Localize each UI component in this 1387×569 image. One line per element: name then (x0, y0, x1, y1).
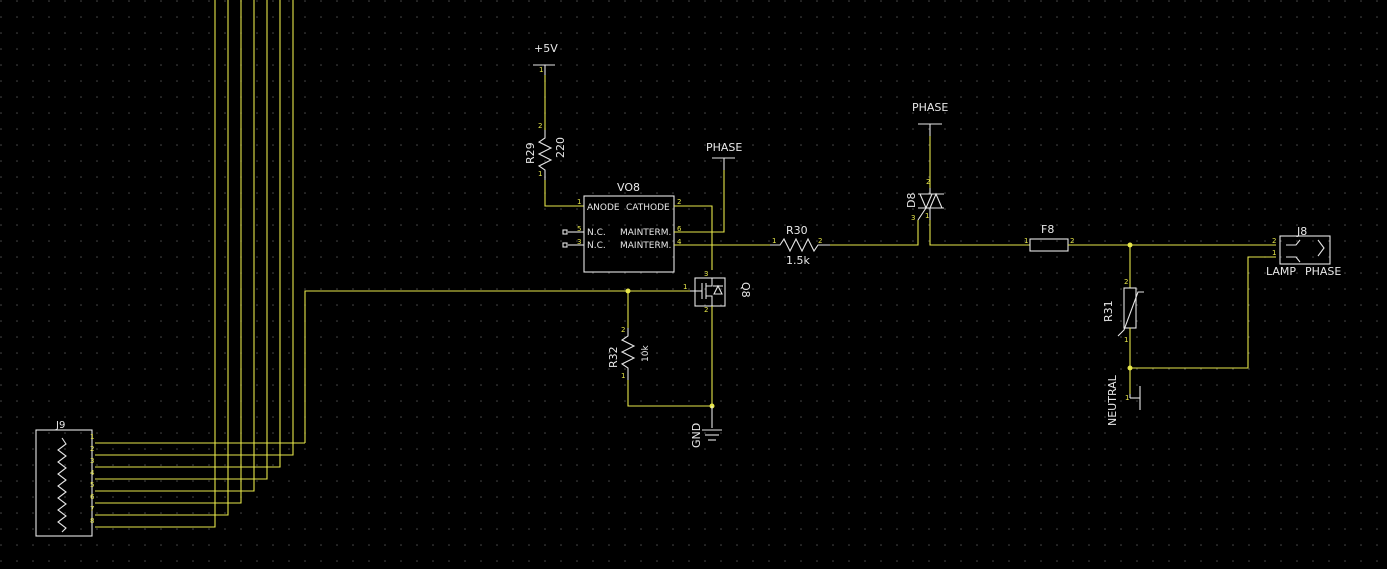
svg-text:1: 1 (621, 372, 625, 380)
svg-text:2: 2 (677, 198, 681, 206)
svg-text:1: 1 (538, 170, 542, 178)
svg-text:PHASE: PHASE (912, 101, 948, 114)
j9-pin-3: 3 (90, 457, 94, 465)
svg-text:MAINTERM.: MAINTERM. (620, 228, 671, 238)
j9-pin-1: 1 (90, 433, 94, 441)
svg-text:1: 1 (577, 198, 581, 206)
svg-text:ANODE: ANODE (587, 203, 620, 213)
svg-text:2: 2 (818, 237, 822, 245)
r32-resistor[interactable]: 2 1 R32 10k (607, 326, 651, 380)
svg-text:2: 2 (621, 326, 625, 334)
svg-text:3: 3 (911, 214, 915, 222)
f8-ref: F8 (1041, 223, 1054, 236)
j9-pin-4: 4 (90, 469, 95, 477)
svg-text:1: 1 (772, 237, 776, 245)
d8-triac[interactable]: 2 3 1 D8 (905, 178, 944, 222)
q8-mosfet[interactable]: 3 1 2 Q8 (683, 270, 752, 314)
j8-ref: J8 (1296, 225, 1307, 238)
svg-text:1: 1 (683, 283, 687, 291)
svg-text:2: 2 (926, 178, 930, 186)
j9-pin-8: 8 (90, 517, 94, 525)
gnd-symbol: GND (690, 406, 722, 448)
r32-ref: R32 (607, 346, 620, 368)
svg-text:5: 5 (577, 225, 581, 233)
vcc-symbol: +5V 1 (533, 42, 558, 75)
r30-ref: R30 (786, 224, 808, 237)
svg-text:N.C.: N.C. (587, 241, 606, 251)
r32-value: 10k (641, 345, 651, 362)
j9-bus-wires (95, 0, 690, 528)
d8-ref: D8 (905, 193, 918, 208)
phase-symbol-2: PHASE (912, 101, 948, 136)
j8-connector[interactable]: J8 2 1 LAMP PHASE (1266, 225, 1341, 278)
svg-text:CATHODE: CATHODE (626, 203, 670, 213)
svg-text:3: 3 (577, 238, 581, 246)
vo8-optotriac[interactable]: VO8 ANODE CATHODE N.C. MAINTERM. N.C. MA… (562, 181, 682, 273)
svg-text:2: 2 (1272, 237, 1276, 245)
j9-pin-2: 2 (90, 445, 94, 453)
j9-connector[interactable]: J9 1 2 3 4 5 6 7 8 (35, 420, 95, 537)
j9-pin-6: 6 (90, 493, 95, 501)
svg-text:1: 1 (1272, 249, 1276, 257)
neutral-symbol: 1 NEUTRAL (1106, 374, 1141, 426)
svg-text:2: 2 (538, 122, 542, 130)
r30-value: 1.5k (786, 254, 810, 267)
r31-ref: R31 (1102, 300, 1115, 322)
svg-text:2: 2 (1070, 237, 1074, 245)
q8-ref: Q8 (739, 282, 752, 298)
phase-symbol-1: PHASE (706, 141, 742, 170)
svg-text:2: 2 (704, 306, 708, 314)
j8-lamp: LAMP (1266, 265, 1296, 278)
svg-text:1: 1 (539, 66, 543, 74)
j8-phase: PHASE (1305, 265, 1341, 278)
vo8-ref: VO8 (617, 181, 640, 194)
svg-text:2: 2 (1124, 278, 1128, 286)
svg-text:N.C.: N.C. (587, 228, 606, 238)
svg-text:PHASE: PHASE (706, 141, 742, 154)
r30-resistor[interactable]: R30 1.5k 1 2 (770, 224, 830, 267)
svg-text:1: 1 (925, 212, 929, 220)
svg-text:6: 6 (677, 225, 682, 233)
svg-text:MAINTERM.: MAINTERM. (620, 241, 671, 251)
j9-pin-5: 5 (90, 481, 94, 489)
svg-text:1: 1 (1124, 336, 1128, 344)
svg-text:4: 4 (677, 238, 682, 246)
svg-text:1: 1 (1125, 394, 1129, 402)
j9-ref: J9 (55, 420, 65, 431)
svg-text:1: 1 (1024, 237, 1028, 245)
svg-text:3: 3 (704, 270, 708, 278)
vcc-label: +5V (534, 42, 558, 55)
r29-ref: R29 (524, 142, 537, 164)
r29-resistor[interactable]: 2 1 R29 220 (524, 122, 567, 180)
j9-pin-7: 7 (90, 505, 94, 513)
svg-text:GND: GND (690, 423, 703, 448)
r29-value: 220 (554, 137, 567, 158)
svg-text:NEUTRAL: NEUTRAL (1106, 374, 1119, 426)
